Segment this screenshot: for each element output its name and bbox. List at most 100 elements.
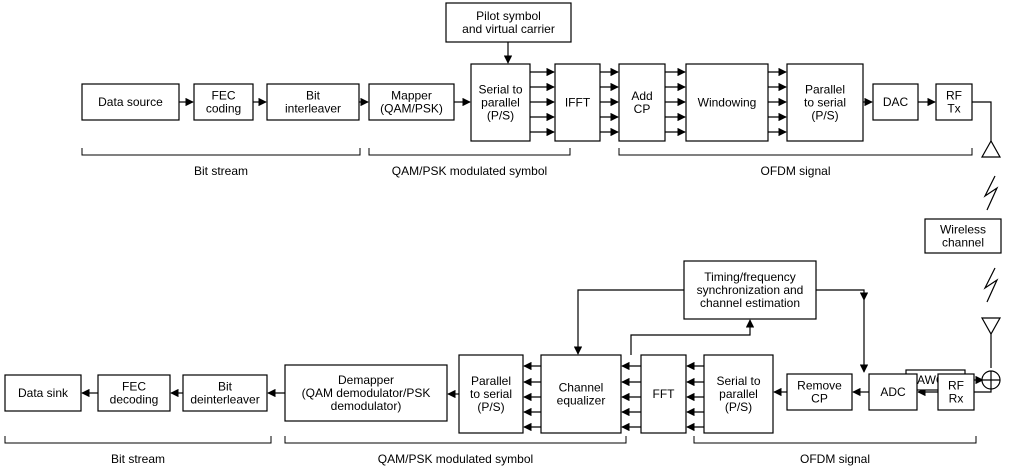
rx-fec-decoding-block-label-1: FEC <box>122 380 146 394</box>
rx-fft-block: FFT <box>640 354 687 434</box>
arrow-sync-to-equalizer <box>573 289 684 355</box>
bracket-rx-ofdm: OFDM signal <box>693 436 977 466</box>
pilot-symbol-block-box <box>445 2 572 43</box>
rx-parallel-to-serial-block-label-1: Parallel <box>471 374 511 388</box>
rx-fec-decoding-block-box <box>97 374 171 412</box>
adder-icon <box>981 370 1001 390</box>
rx-data-sink-block-label-1: Data sink <box>18 386 69 400</box>
wireless-channel-block-label-2: channel <box>942 236 984 250</box>
tx-bit-interleaver-block-box <box>266 83 360 121</box>
tx-rf-block-label-1: RF <box>946 89 962 103</box>
tx-mapper-block-label-1: Mapper <box>391 89 432 103</box>
sync-estimation-block-label-1: Timing/frequency <box>704 270 796 284</box>
arrow-fft-to-sync <box>630 319 755 355</box>
tx-bit-interleaver-block-label-1: Bit <box>306 89 321 103</box>
rx-remove-cp-block-label-1: Remove <box>797 379 842 393</box>
bracket-rx-ofdm-label: OFDM signal <box>800 452 870 466</box>
rx-serial-to-parallel-block-label-2: parallel <box>719 387 758 401</box>
rx-serial-to-parallel-block-label-3: (P/S) <box>725 400 752 414</box>
wireless-channel-block-box <box>924 218 1002 254</box>
tx-mapper-block-label-2: (QAM/PSK) <box>380 102 443 116</box>
pilot-symbol-block-label-2: and virtual carrier <box>462 22 555 36</box>
tx-dac-block-box <box>872 83 919 121</box>
lightning-icon-lower <box>983 267 999 303</box>
tx-serial-to-parallel-block-label-2: parallel <box>481 96 520 110</box>
bracket-tx-qam-psk-label: QAM/PSK modulated symbol <box>392 164 547 178</box>
tx-fec-coding-block-box <box>193 83 254 121</box>
tx-parallel-to-serial-block-label-1: Parallel <box>805 83 845 97</box>
rx-parallel-to-serial-block-label-3: (P/S) <box>477 400 504 414</box>
rx-parallel-to-serial-block-box <box>458 354 524 434</box>
tx-dac-block: DAC <box>872 83 919 121</box>
rx-serial-to-parallel-block-box <box>703 354 774 434</box>
bracket-rx-bit-stream: Bit stream <box>4 436 272 466</box>
tx-windowing-block: Windowing <box>685 63 769 142</box>
tx-parallel-to-serial-block-label-3: (P/S) <box>811 109 838 123</box>
bracket-tx-ofdm-label: OFDM signal <box>760 164 830 178</box>
tx-dac-block-label-1: DAC <box>883 95 909 109</box>
rx-fec-decoding-block-label-2: decoding <box>110 393 159 407</box>
rx-bit-deinterleaver-block-label-1: Bit <box>218 380 233 394</box>
rx-remove-cp-block-label-2: CP <box>811 392 828 406</box>
rx-adc-block-box <box>868 373 918 411</box>
tx-rf-block-label-2: Tx <box>947 102 960 116</box>
tx-bit-interleaver-block-label-2: interleaver <box>285 102 341 116</box>
tx-rf-block-box <box>935 83 973 121</box>
bracket-tx-qam-psk: QAM/PSK modulated symbol <box>368 148 571 178</box>
sync-estimation-block-label-3: channel estimation <box>700 296 800 310</box>
rx-fft-block-label-1: FFT <box>653 387 676 401</box>
tx-serial-to-parallel-block-label-3: (P/S) <box>487 109 514 123</box>
tx-fec-coding-block-label-2: coding <box>206 102 241 116</box>
bracket-rx-qam-psk-label: QAM/PSK modulated symbol <box>378 452 533 466</box>
rx-parallel-to-serial-block-label-2: to serial <box>470 387 512 401</box>
rx-adc-block: ADC <box>868 373 918 411</box>
rx-data-sink-block-box <box>4 374 82 412</box>
tx-data-source-block-label-1: Data source <box>98 95 163 109</box>
bracket-rx-bit-stream-label: Bit stream <box>111 452 165 466</box>
tx-data-source-block: Data source <box>81 83 180 121</box>
rx-data-sink-block: Data sink <box>4 374 82 412</box>
connectors <box>81 42 992 432</box>
rx-bit-deinterleaver-block-label-2: deinterleaver <box>190 393 259 407</box>
arrow-sync-right <box>816 289 869 301</box>
rx-bit-deinterleaver-block-box <box>182 374 268 412</box>
bracket-tx-ofdm: OFDM signal <box>618 148 973 178</box>
tx-parallel-to-serial-block-box <box>786 63 864 142</box>
lightning-icon-upper <box>983 175 999 211</box>
tx-ifft-block-label-1: IFFT <box>565 96 591 110</box>
rx-antenna-icon <box>980 317 1002 336</box>
tx-add-cp-block-label-2: CP <box>634 102 651 116</box>
rx-channel-equalizer-block-label-1: Channel <box>559 381 604 395</box>
bracket-rx-qam-psk: QAM/PSK modulated symbol <box>284 436 627 466</box>
rx-demapper-block-box <box>284 364 448 422</box>
tx-mapper-block: Mapper(QAM/PSK) <box>368 83 455 121</box>
tx-ifft-block: IFFT <box>554 63 601 142</box>
rx-demapper-block-label-3: demodulator) <box>331 399 402 413</box>
tx-antenna-icon <box>980 139 1002 158</box>
tx-fec-coding-block-label-1: FEC <box>212 89 236 103</box>
tx-serial-to-parallel-block-label-1: Serial to <box>478 83 522 97</box>
rx-channel-equalizer-block-label-2: equalizer <box>557 394 606 408</box>
rx-demapper-block-label-2: (QAM demodulator/PSK <box>302 386 431 400</box>
tx-data-source-block-box <box>81 83 180 121</box>
symbols <box>980 139 1002 390</box>
tx-parallel-to-serial-block-label-2: to serial <box>804 96 846 110</box>
